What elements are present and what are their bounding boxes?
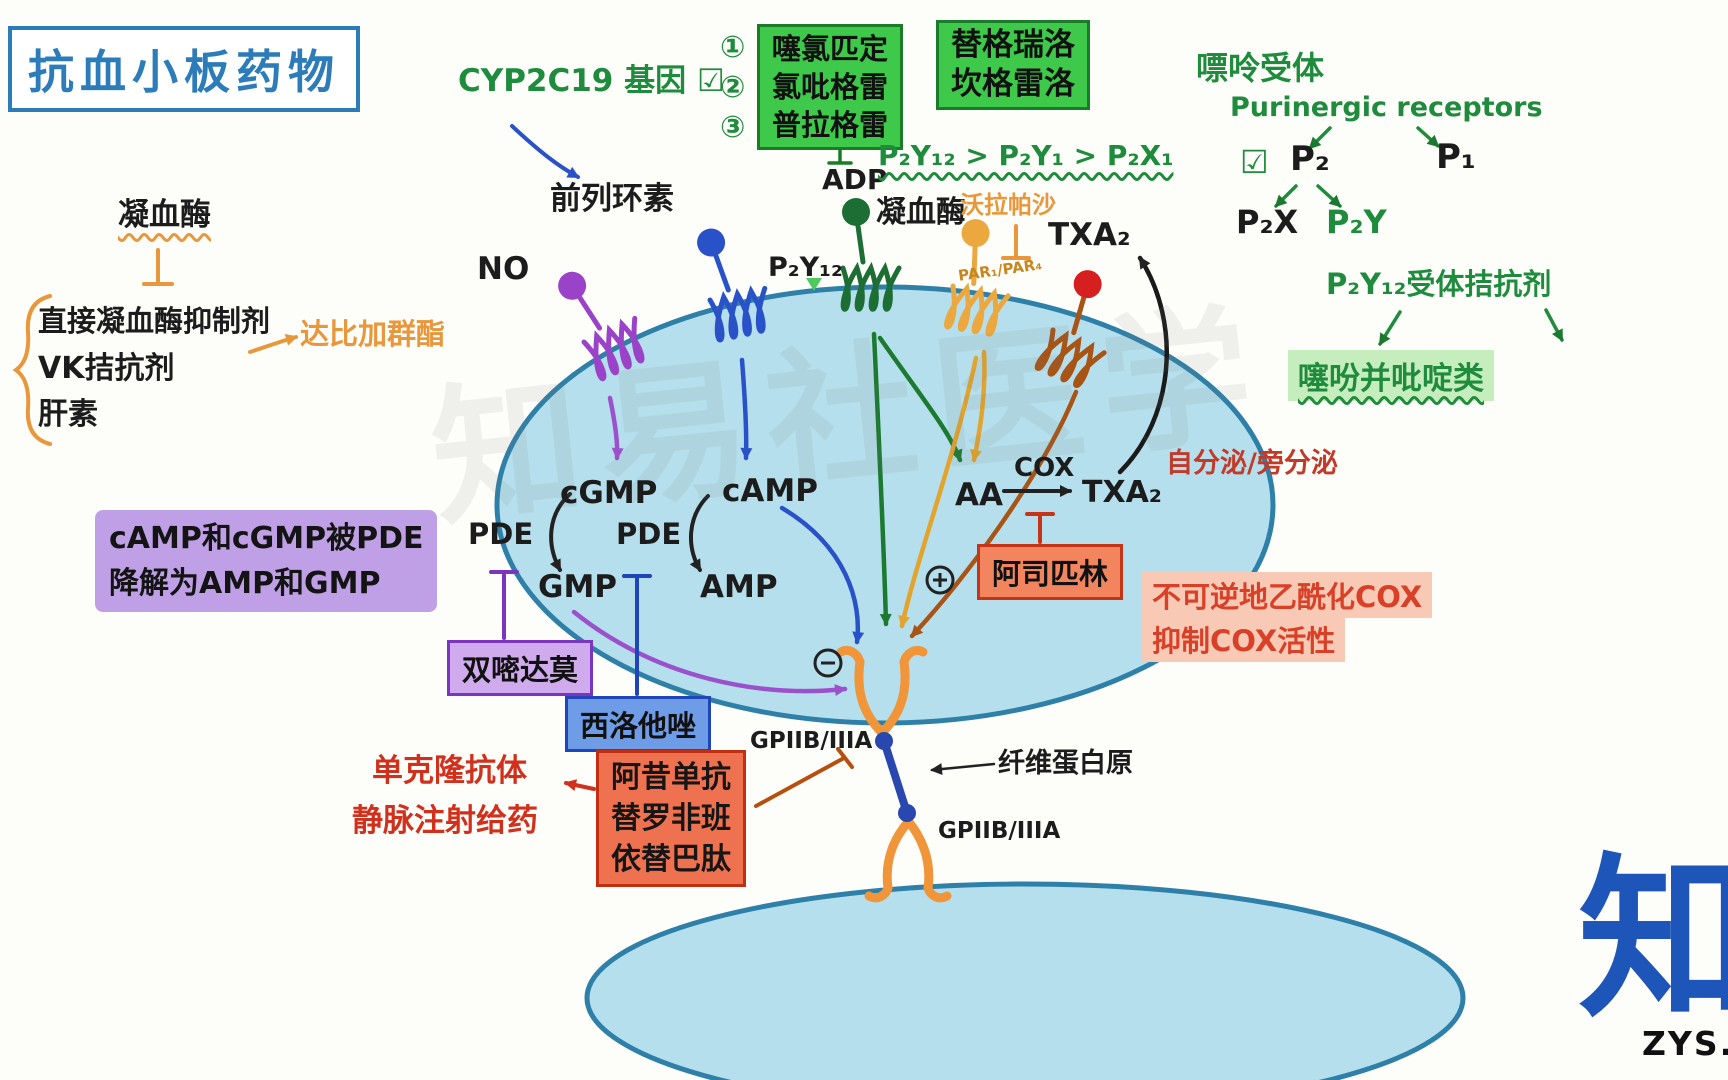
iv-administration-label: 静脉注射给药 xyxy=(352,803,538,839)
p2-checkbox: ☑ xyxy=(1240,143,1269,181)
adp-label: ADP xyxy=(822,163,888,196)
p2y12-receptor xyxy=(842,198,899,309)
gpiib-iiia-complex xyxy=(836,645,952,903)
prostacyclin-label: 前列环素 xyxy=(550,181,674,217)
pde-left-label: PDE xyxy=(468,517,534,551)
gpiibiiia-drug-box: 阿昔单抗 替罗非班 依替巴肽 xyxy=(596,750,746,887)
p2y12-pointer-triangle xyxy=(806,278,822,291)
p2y12-label: P₂Y₁₂ xyxy=(768,252,843,283)
number-1: ① xyxy=(720,30,746,65)
camp-label: cAMP xyxy=(722,473,818,509)
thrombin-left-label: 凝血酶 xyxy=(118,197,211,233)
p2x-label: P₂X xyxy=(1236,203,1299,241)
fibrinogen-bridge xyxy=(875,732,916,822)
clopidogrel-label: 氯吡格雷 xyxy=(772,70,889,104)
prostacyclin-receptor xyxy=(697,228,773,341)
prasugrel-label: 普拉格雷 xyxy=(772,108,889,142)
thrombin-center-label: 凝血酶 xyxy=(876,195,966,230)
drug-numbering: ① ② ③ xyxy=(720,28,745,148)
annotation-arrows xyxy=(248,124,1564,791)
site-logo-text: ZYS.S xyxy=(1642,1024,1728,1063)
heparin-label: 肝素 xyxy=(38,397,98,432)
p1-label: P₁ xyxy=(1436,137,1476,177)
signalling-arrows xyxy=(549,255,1169,697)
gpiibiiia-bottom-label: GPIIB/IIIA xyxy=(938,818,1061,844)
cangrelor-label: 坎格雷洛 xyxy=(951,66,1075,102)
thrombin-par-receptor xyxy=(945,219,1020,336)
cox-note-line1: 不可逆地乙酰化COX xyxy=(1142,572,1433,618)
purinergic-title-cn: 嘌呤受体 xyxy=(1196,49,1325,87)
reversible-drug-box: 替格瑞洛 坎格雷洛 xyxy=(936,20,1090,110)
gmp-label: GMP xyxy=(538,569,618,605)
gpiibiiia-top-label: GPIIB/IIIA xyxy=(750,728,873,754)
eptifibatide-label: 依替巴肽 xyxy=(611,842,731,877)
minus-badge xyxy=(813,648,843,678)
thienopyridine-drug-box: 噻氯匹定 氯吡格雷 普拉格雷 xyxy=(757,24,904,150)
dabigatran-label: 达比加群酯 xyxy=(300,317,446,351)
autocrine-paracrine-label: 自分泌/旁分泌 xyxy=(1166,448,1338,479)
page-title: 抗血小板药物 xyxy=(8,26,360,112)
receptor-rank-label: P₂Y₁₂ > P₂Y₁ > P₂X₁ xyxy=(878,139,1174,172)
direct-thrombin-inhibitor-label: 直接凝血酶抑制剂 xyxy=(38,304,271,338)
abciximab-label: 阿昔单抗 xyxy=(611,760,731,795)
cgmp-label: cGMP xyxy=(560,475,658,511)
thienopyridines-class-label: 噻吩并吡啶类 xyxy=(1288,350,1494,401)
plus-badge xyxy=(925,565,955,595)
ticlopidine-label: 噻氯匹定 xyxy=(772,32,889,66)
p2-label: P₂ xyxy=(1290,139,1330,179)
fibrinogen-label: 纤维蛋白原 xyxy=(998,748,1133,779)
pde-note: cAMP和cGMP被PDE 降解为AMP和GMP xyxy=(95,510,438,612)
number-2: ② xyxy=(720,70,746,105)
cilostazol-box: 西洛他唑 xyxy=(565,696,712,752)
dipyridamole-box: 双嘧达莫 xyxy=(447,640,594,696)
vorapaxar-label: 沃拉帕沙 xyxy=(960,191,1056,219)
tirofiban-label: 替罗非班 xyxy=(611,801,731,836)
p2y-label: P₂Y xyxy=(1326,203,1387,241)
no-label: NO xyxy=(477,251,530,287)
p2y12-antagonist-label: P₂Y₁₂受体拮抗剂 xyxy=(1326,267,1552,301)
adjacent-platelet xyxy=(584,881,1466,1080)
ticagrelor-label: 替格瑞洛 xyxy=(951,27,1075,63)
pde-right-label: PDE xyxy=(616,517,682,551)
anticoagulant-brace xyxy=(12,294,52,446)
aspirin-box: 阿司匹林 xyxy=(977,544,1124,600)
inhibition-bars xyxy=(142,147,1055,808)
cox-label: COX xyxy=(1014,453,1075,483)
no-receptor xyxy=(558,271,653,380)
monoclonal-antibody-label: 单克隆抗体 xyxy=(372,753,527,789)
txa2-inside-label: TXA₂ xyxy=(1082,475,1162,510)
txa2-receptor xyxy=(1035,270,1132,391)
pde-note-line2: 降解为AMP和GMP xyxy=(109,566,381,601)
site-logo-glyph: 知 xyxy=(1578,839,1728,1042)
pde-note-line1: cAMP和cGMP被PDE xyxy=(109,521,424,556)
number-3: ③ xyxy=(720,110,746,145)
amp-label: AMP xyxy=(700,569,778,605)
aa-label: AA xyxy=(955,477,1003,513)
purinergic-title-en: Purinergic receptors xyxy=(1230,92,1543,123)
cox-note-line2: 抑制COX活性 xyxy=(1142,616,1346,662)
cyp2c19-gene-label: CYP2C19 基因 ☑ xyxy=(458,63,725,99)
txa2-outside-label: TXA₂ xyxy=(1048,217,1131,253)
vk-antagonist-label: VK拮抗剂 xyxy=(38,351,175,386)
